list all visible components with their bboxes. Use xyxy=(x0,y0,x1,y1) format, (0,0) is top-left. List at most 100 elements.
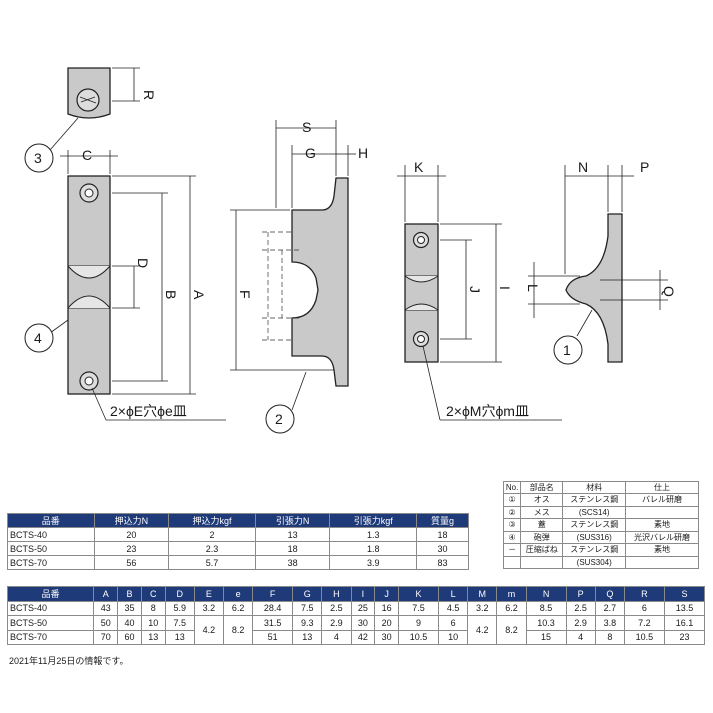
dimension-cell: 4.2 xyxy=(467,615,498,645)
dimension-cell: BCTS-70 xyxy=(6,629,95,645)
force-header-cell: 引張力N xyxy=(254,513,331,528)
materials-cell: 素地 xyxy=(625,543,699,557)
dimension-header-cell: 品番 xyxy=(6,586,95,602)
dim-Q-label: Q xyxy=(661,286,677,297)
dimension-cell: 40 xyxy=(117,615,142,631)
materials-cell: ステンレス鋼 xyxy=(562,543,627,557)
dimension-cell: 2.9 xyxy=(565,615,596,631)
dim-A-label: A xyxy=(191,290,207,300)
dimension-cell: 4 xyxy=(321,629,352,645)
dimension-cell: 70 xyxy=(93,629,119,645)
dimension-cell: 8.2 xyxy=(222,615,254,645)
female-side-view xyxy=(230,120,356,387)
force-cell: 2 xyxy=(168,527,256,542)
force-cell: 13 xyxy=(254,527,331,542)
dimension-cell: 30 xyxy=(374,629,400,645)
dimension-cell: 7.5 xyxy=(398,600,440,616)
force-cell: BCTS-40 xyxy=(7,527,95,542)
dimension-cell: 10 xyxy=(140,615,166,631)
materials-cell: バレル研磨 xyxy=(625,493,699,507)
dimension-cell: 2.7 xyxy=(594,600,625,616)
force-header-cell: 品番 xyxy=(7,513,95,528)
force-cell: 20 xyxy=(93,527,170,542)
dimension-cell: 4.2 xyxy=(193,615,225,645)
dimension-cell: 3.2 xyxy=(467,600,498,616)
hole-note-e: 2×ϕE穴ϕe皿 xyxy=(110,403,187,419)
force-header-cell: 押込力N xyxy=(93,513,170,528)
cap-top-view xyxy=(67,67,140,119)
technical-drawing: R 3 C D B A 4 2×ϕE穴ϕe xyxy=(24,67,677,434)
force-header-cell: 質量g xyxy=(416,513,469,528)
materials-cell: 光沢バレル研磨 xyxy=(625,530,699,544)
materials-header-no: No. xyxy=(502,481,522,494)
dimension-cell: 7.2 xyxy=(623,615,665,631)
force-header-cell: 引張力kgf xyxy=(329,513,418,528)
callout-3: 3 xyxy=(34,150,42,166)
force-cell: 1.3 xyxy=(329,527,418,542)
dimension-header-cell: e xyxy=(222,586,254,602)
dimension-cell: 16.1 xyxy=(663,615,706,631)
dimension-cell: 30 xyxy=(350,615,376,631)
callout-1: 1 xyxy=(563,342,571,358)
dimension-header-cell: I xyxy=(350,586,376,602)
materials-header-material: 材料 xyxy=(562,481,627,494)
materials-cell: ① xyxy=(502,493,522,507)
hole-note-m: 2×ϕM穴ϕm皿 xyxy=(446,403,529,419)
force-cell: BCTS-70 xyxy=(7,555,95,570)
dimension-header-cell: N xyxy=(525,586,567,602)
dimension-cell: 7.5 xyxy=(164,615,195,631)
dimension-cell: 4 xyxy=(565,629,596,645)
male-front-view xyxy=(397,165,502,363)
dimension-cell: 2.9 xyxy=(321,615,352,631)
force-cell: 3.9 xyxy=(329,555,418,570)
dimension-header-cell: G xyxy=(292,586,323,602)
dimension-cell: 10.3 xyxy=(525,615,567,631)
dimension-cell: 8.5 xyxy=(525,600,567,616)
force-cell: 56 xyxy=(93,555,170,570)
dimension-cell: 60 xyxy=(117,629,142,645)
dimension-cell: 20 xyxy=(374,615,400,631)
dim-H-label: H xyxy=(358,145,368,161)
dimension-cell: 51 xyxy=(252,629,294,645)
dimension-cell: 8.2 xyxy=(496,615,527,645)
dimension-header-cell: L xyxy=(438,586,469,602)
dimension-cell: 31.5 xyxy=(252,615,294,631)
dimension-cell: 9 xyxy=(398,615,440,631)
dimension-header-cell: K xyxy=(398,586,440,602)
dim-P-label: P xyxy=(640,159,649,175)
dimension-header-cell: Q xyxy=(594,586,625,602)
dim-L-label: L xyxy=(525,284,541,292)
dimension-cell: 13.5 xyxy=(663,600,706,616)
female-front-view xyxy=(60,150,196,395)
dimension-cell: 10.5 xyxy=(398,629,440,645)
force-cell: 30 xyxy=(416,541,469,556)
dimension-cell: 23 xyxy=(663,629,706,645)
dim-J-label: J xyxy=(467,286,483,293)
dim-D-label: D xyxy=(135,258,151,268)
dimension-cell: 43 xyxy=(93,600,119,616)
dim-I-label: I xyxy=(497,286,513,290)
materials-cell: ④ xyxy=(502,530,522,544)
materials-cell: ステンレス鋼 xyxy=(562,493,627,507)
dimension-header-cell: B xyxy=(117,586,142,602)
dimension-cell: 50 xyxy=(93,615,119,631)
callout-4: 4 xyxy=(34,330,42,346)
dim-N-label: N xyxy=(578,159,588,175)
male-side-view xyxy=(528,165,668,363)
dimension-cell: 3.2 xyxy=(193,600,225,616)
dim-K-label: K xyxy=(414,159,424,175)
materials-cell: (SCS14) xyxy=(562,505,627,519)
dimension-cell: 6 xyxy=(438,615,469,631)
